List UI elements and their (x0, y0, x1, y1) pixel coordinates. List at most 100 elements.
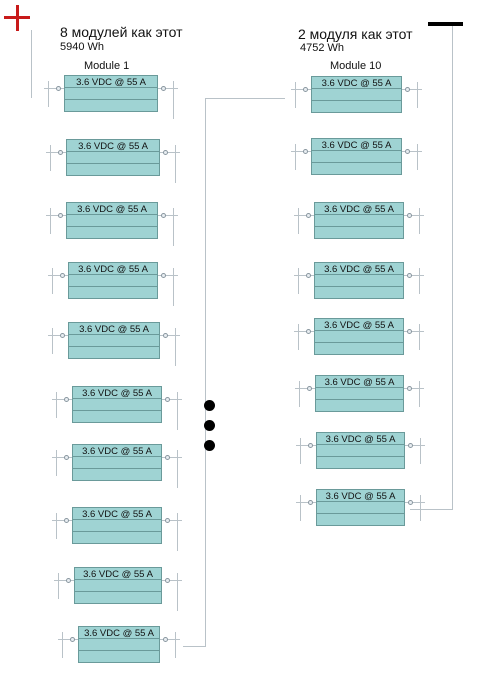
cell-label: 3.6 VDC @ 55 A (77, 204, 147, 215)
cell-label: 3.6 VDC @ 55 A (321, 78, 392, 89)
bus-wire (48, 275, 68, 276)
bus-wire (291, 89, 311, 90)
bus-wire (160, 335, 180, 336)
bus-wire (295, 388, 315, 389)
connector-node (161, 213, 166, 218)
bus-wire (162, 580, 182, 581)
bus-wire (294, 215, 314, 216)
connector-node (161, 273, 166, 278)
inter-group-wire-top (205, 98, 285, 99)
bus-wire (160, 639, 180, 640)
connector-node (66, 578, 71, 583)
bus-wire (177, 573, 178, 599)
link-wire (175, 350, 176, 366)
positive-lead-wire (31, 30, 32, 98)
bus-wire (419, 381, 420, 407)
bus-wire (177, 392, 178, 418)
bus-wire (405, 502, 425, 503)
bus-wire (298, 208, 299, 234)
negative-lead-wire (452, 26, 453, 510)
link-wire (175, 167, 176, 183)
bus-wire (44, 88, 64, 89)
right-group-header: 2 модуля как этот (298, 26, 413, 42)
connector-node (70, 637, 75, 642)
bus-wire (298, 324, 299, 350)
bus-wire (404, 331, 424, 332)
connector-node (408, 500, 413, 505)
battery-cell (311, 100, 402, 113)
connector-node (163, 150, 168, 155)
bus-wire (54, 580, 74, 581)
connector-node (64, 455, 69, 460)
connector-node (56, 86, 61, 91)
bus-wire (177, 450, 178, 476)
bus-wire (158, 215, 178, 216)
bus-wire (158, 88, 178, 89)
negative-terminal-icon (428, 22, 463, 26)
cell-label: 3.6 VDC @ 55 A (82, 388, 152, 399)
connector-node (308, 443, 313, 448)
bus-wire (175, 145, 176, 171)
bus-wire (52, 520, 72, 521)
bus-wire (48, 81, 49, 107)
connector-node (405, 87, 410, 92)
bus-wire (402, 89, 422, 90)
bus-wire (56, 392, 57, 418)
connector-node (407, 329, 412, 334)
inter-group-wire (205, 98, 206, 646)
bus-wire (405, 445, 425, 446)
bus-wire (291, 151, 311, 152)
connector-node (307, 386, 312, 391)
bus-wire (173, 208, 174, 234)
bus-wire (175, 632, 176, 658)
cell-label: 3.6 VDC @ 55 A (324, 377, 395, 388)
bus-wire (158, 275, 178, 276)
bus-wire (62, 632, 63, 658)
connector-node (64, 518, 69, 523)
connector-node (165, 578, 170, 583)
battery-cell (314, 226, 404, 239)
bus-wire (417, 82, 418, 108)
battery-cell (68, 286, 158, 299)
bus-wire (48, 335, 68, 336)
connector-node (308, 500, 313, 505)
cell-label: 3.6 VDC @ 55 A (84, 628, 154, 639)
bus-wire (419, 324, 420, 350)
cell-label: 3.6 VDC @ 55 A (324, 204, 394, 215)
battery-cell (74, 591, 162, 604)
bus-wire (417, 144, 418, 170)
bus-wire (56, 513, 57, 539)
bus-wire (162, 457, 182, 458)
battery-cell (316, 513, 405, 526)
battery-cell (72, 531, 162, 544)
positive-terminal-icon (0, 0, 40, 40)
cell-label: 3.6 VDC @ 55 A (78, 141, 148, 152)
inter-group-wire-bottom (183, 646, 206, 647)
connector-node (163, 637, 168, 642)
connector-node (303, 149, 308, 154)
bus-wire (299, 381, 300, 407)
bus-wire (296, 445, 316, 446)
link-wire (177, 414, 178, 430)
bus-wire (173, 81, 174, 107)
bus-wire (50, 145, 51, 171)
link-wire (173, 230, 174, 246)
bus-wire (58, 573, 59, 599)
bus-wire (300, 438, 301, 464)
connector-node (306, 213, 311, 218)
left-group-header: 8 модулей как этот (60, 24, 183, 40)
cell-label: 3.6 VDC @ 55 A (321, 140, 392, 151)
connector-node (161, 86, 166, 91)
bus-wire (52, 328, 53, 354)
bus-wire (56, 450, 57, 476)
connector-node (163, 333, 168, 338)
connector-node (407, 213, 412, 218)
bus-wire (294, 331, 314, 332)
battery-cell (78, 650, 160, 663)
bus-wire (419, 268, 420, 294)
bus-wire (295, 144, 296, 170)
bus-wire (419, 208, 420, 234)
bus-wire (300, 495, 301, 521)
battery-cell (66, 163, 160, 176)
connector-node (165, 455, 170, 460)
